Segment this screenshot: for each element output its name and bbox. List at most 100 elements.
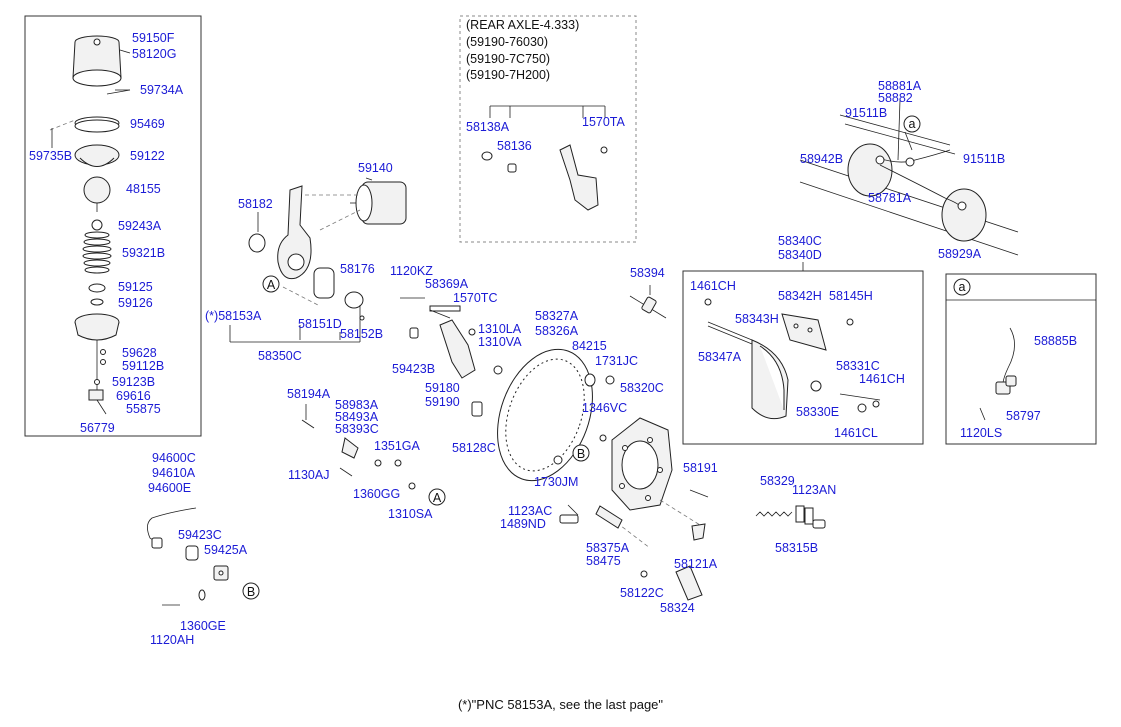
label-84215[interactable]: 84215	[572, 339, 607, 353]
label-58327A[interactable]: 58327A	[535, 309, 579, 323]
label-58347A[interactable]: 58347A	[698, 350, 742, 364]
label-1730JM[interactable]: 1730JM	[534, 475, 578, 489]
label-58983A[interactable]: 58983A	[335, 398, 379, 412]
label-58781A[interactable]: 58781A	[868, 191, 912, 205]
label-58152B[interactable]: 58152B	[340, 327, 383, 341]
speed-sensor-drawing	[147, 507, 229, 606]
label-59122[interactable]: 59122	[130, 149, 165, 163]
label-59628[interactable]: 59628	[122, 346, 157, 360]
label-1570TC[interactable]: 1570TC	[453, 291, 497, 305]
label-58128C[interactable]: 58128C	[452, 441, 496, 455]
label-1123AN[interactable]: 1123AN	[792, 483, 836, 497]
label-69616[interactable]: 69616	[116, 389, 151, 403]
label-59112B[interactable]: 59112B	[122, 359, 164, 373]
label-58393C[interactable]: 58393C	[335, 422, 379, 436]
label-1731JC[interactable]: 1731JC	[595, 354, 638, 368]
label-58885B[interactable]: 58885B	[1034, 334, 1077, 348]
label-1346VC[interactable]: 1346VC	[582, 401, 627, 415]
label-58331C[interactable]: 58331C	[836, 359, 880, 373]
label-58324[interactable]: 58324	[660, 601, 695, 615]
label-58475[interactable]: 58475	[586, 554, 621, 568]
label-58329[interactable]: 58329	[760, 474, 795, 488]
label-59123B[interactable]: 59123B	[112, 375, 155, 389]
label-58330E[interactable]: 58330E	[796, 405, 839, 419]
label-1360GE[interactable]: 1360GE	[180, 619, 226, 633]
label-58153A[interactable]: (*)58153A	[205, 309, 262, 323]
label-91511B[interactable]: 91511B	[845, 106, 887, 120]
label-59425A[interactable]: 59425A	[204, 543, 248, 557]
label-59243A[interactable]: 59243A	[118, 219, 162, 233]
label-58882[interactable]: 58882	[878, 91, 913, 105]
label-94610A[interactable]: 94610A	[152, 466, 196, 480]
label-58120G[interactable]: 58120G	[132, 47, 176, 61]
label-59140[interactable]: 59140	[358, 161, 393, 175]
label-58326A[interactable]: 58326A	[535, 324, 579, 338]
label-59321B[interactable]: 59321B	[122, 246, 165, 260]
label-56779[interactable]: 56779	[80, 421, 115, 435]
label-58176[interactable]: 58176	[340, 262, 375, 276]
label-58942B[interactable]: 58942B	[800, 152, 843, 166]
label-1351GA[interactable]: 1351GA	[374, 439, 421, 453]
label-58320C[interactable]: 58320C	[620, 381, 664, 395]
label-58340D[interactable]: 58340D	[778, 248, 822, 262]
label-58342H[interactable]: 58342H	[778, 289, 822, 303]
label-1310SA[interactable]: 1310SA	[388, 507, 433, 521]
callout-B-left-text: B	[247, 585, 255, 599]
callout-B-left	[242, 582, 260, 600]
callout-a-top	[903, 115, 921, 133]
label-1489ND[interactable]: 1489ND	[500, 517, 546, 531]
label-58136[interactable]: 58136	[497, 139, 532, 153]
label-1120AH[interactable]: 1120AH	[150, 633, 194, 647]
label-58343H[interactable]: 58343H	[735, 312, 779, 326]
label-1461CL[interactable]: 1461CL	[834, 426, 878, 440]
label-58929A[interactable]: 58929A	[938, 247, 982, 261]
label-58194A[interactable]: 58194A	[287, 387, 331, 401]
label-58121A[interactable]: 58121A	[674, 557, 718, 571]
label-59423C[interactable]: 59423C	[178, 528, 222, 542]
label-59735B[interactable]: 59735B	[29, 149, 72, 163]
label-58315B[interactable]: 58315B	[775, 541, 818, 555]
label-48155[interactable]: 48155	[126, 182, 161, 196]
label-94600C[interactable]: 94600C	[152, 451, 196, 465]
label-1123AC[interactable]: 1123AC	[508, 504, 552, 518]
label-59734A[interactable]: 59734A	[140, 83, 184, 97]
label-59423B[interactable]: 59423B	[392, 362, 435, 376]
label-58191[interactable]: 58191	[683, 461, 718, 475]
label-58182[interactable]: 58182	[238, 197, 273, 211]
note-line-1: (REAR AXLE-4.333)	[466, 18, 579, 32]
label-95469[interactable]: 95469	[130, 117, 165, 131]
label-94600E[interactable]: 94600E	[148, 481, 191, 495]
label-59180[interactable]: 59180	[425, 381, 460, 395]
label-58369A[interactable]: 58369A	[425, 277, 469, 291]
label-55875[interactable]: 55875	[126, 402, 161, 416]
label-58493A[interactable]: 58493A	[335, 410, 379, 424]
label-1120KZ[interactable]: 1120KZ	[390, 264, 433, 278]
label-1120LS[interactable]: 1120LS	[960, 426, 1002, 440]
label-58138A[interactable]: 58138A	[466, 120, 510, 134]
label-58151D[interactable]: 58151D	[298, 317, 342, 331]
label-1461CH[interactable]: 1461CH	[690, 279, 736, 293]
label-1130AJ[interactable]: 1130AJ	[288, 468, 329, 482]
label-59150F[interactable]: 59150F	[132, 31, 175, 45]
label-91511B-2[interactable]: 91511B	[963, 152, 1005, 166]
label-58145H[interactable]: 58145H	[829, 289, 873, 303]
label-59190[interactable]: 59190	[425, 395, 460, 409]
brake-chamber-drawing	[49, 35, 131, 415]
label-58340C[interactable]: 58340C	[778, 234, 822, 248]
label-58797[interactable]: 58797	[1006, 409, 1041, 423]
label-58375A[interactable]: 58375A	[586, 541, 630, 555]
label-58394[interactable]: 58394	[630, 266, 665, 280]
note-line-4: (59190-7H200)	[466, 68, 550, 82]
label-58122C[interactable]: 58122C	[620, 586, 664, 600]
label-58881A[interactable]: 58881A	[878, 79, 922, 93]
label-1570TA[interactable]: 1570TA	[582, 115, 626, 129]
camshaft-drawing	[629, 285, 667, 319]
label-1360GG[interactable]: 1360GG	[353, 487, 400, 501]
label-1310VA[interactable]: 1310VA	[478, 335, 522, 349]
label-1310LA[interactable]: 1310LA	[478, 322, 522, 336]
callout-A-mid-text: A	[433, 491, 442, 505]
label-59126[interactable]: 59126	[118, 296, 153, 310]
label-1461CH-2[interactable]: 1461CH	[859, 372, 905, 386]
label-59125[interactable]: 59125	[118, 280, 153, 294]
label-58350C[interactable]: 58350C	[258, 349, 302, 363]
